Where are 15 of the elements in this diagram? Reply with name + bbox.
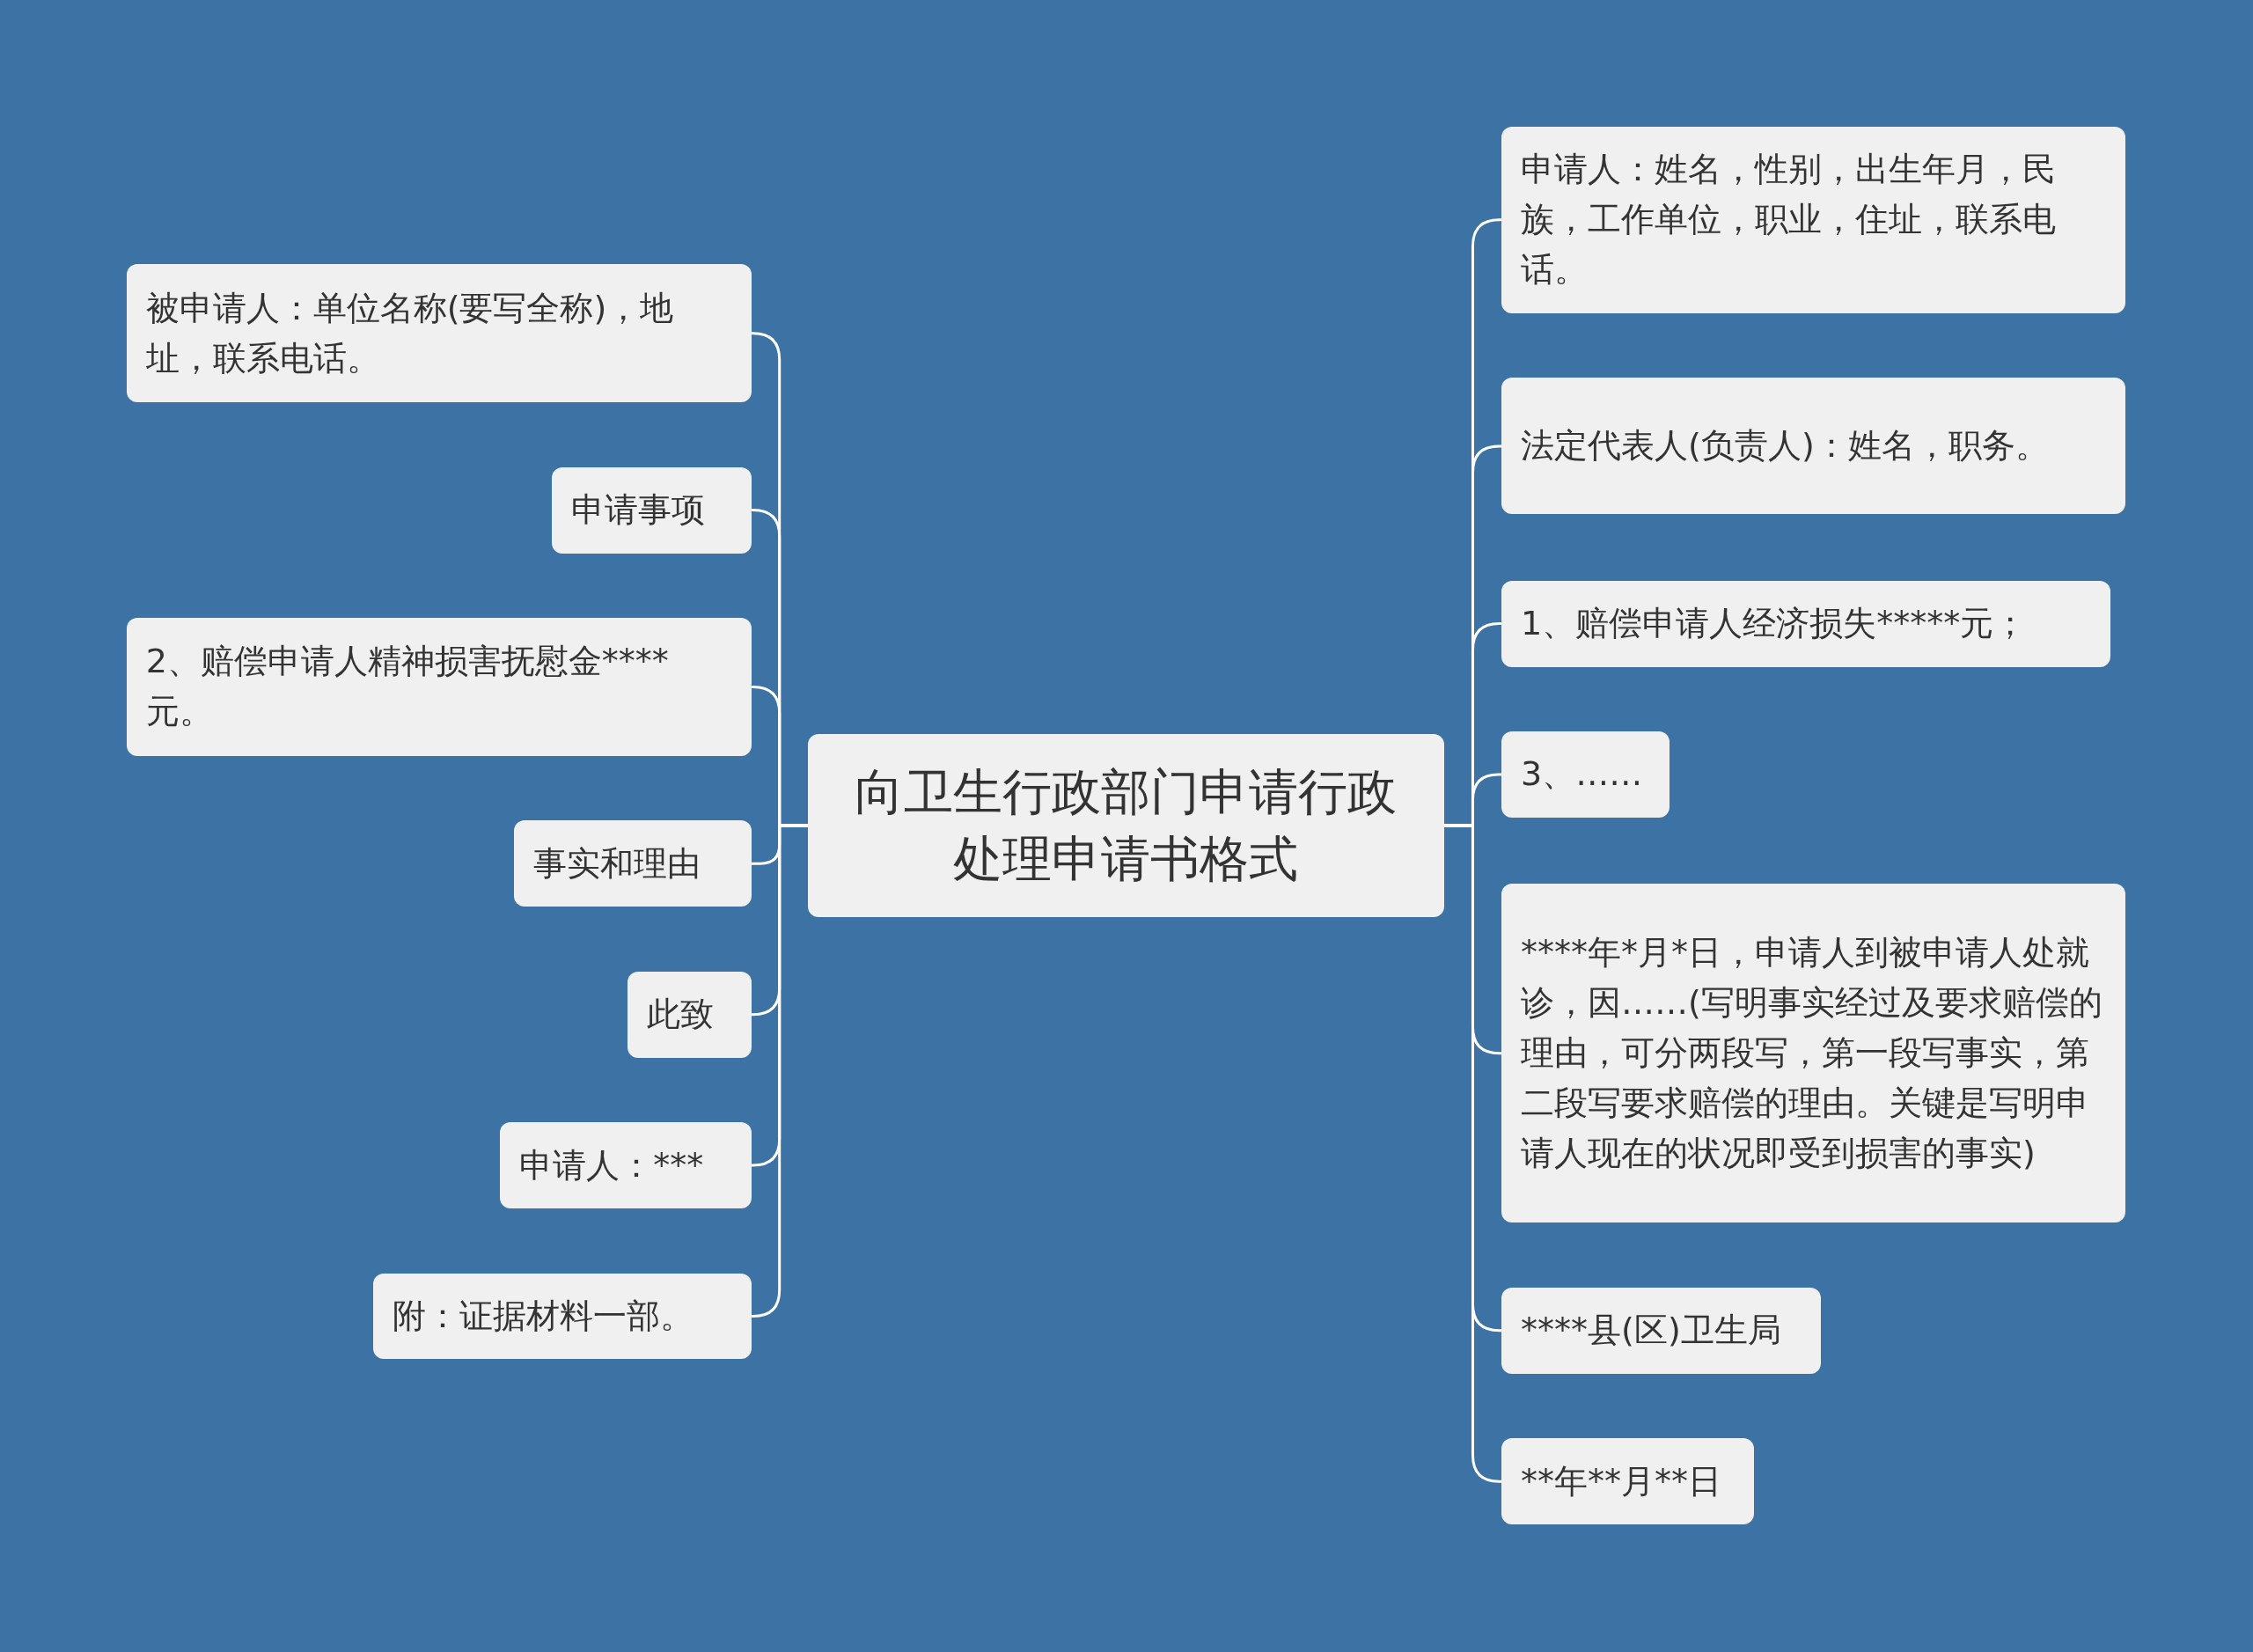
topic-box: 申请事项 [551, 466, 752, 554]
topic-box: 2、赔偿申请人精神损害抚慰金****元。 [126, 618, 752, 756]
topic-box: 1、赔偿申请人经济损失*****元； [1501, 580, 2111, 667]
central-topic-box: 向卫生行政部门申请行政处理申请书格式 [807, 734, 1444, 917]
topic-box: 法定代表人(负责人)：姓名，职务。 [1501, 378, 2125, 515]
topic-box: **年**月**日 [1501, 1438, 1755, 1525]
topic-box: 此致 [627, 971, 752, 1058]
topic-box: 申请人：姓名，性别，出生年月，民族，工作单位，职业，住址，联系电话。 [1501, 126, 2125, 313]
topic-box: 附：证据材料一部。 [373, 1273, 752, 1360]
topic-box: ****县(区)卫生局 [1501, 1287, 1821, 1374]
topic-box: 申请人：*** [500, 1122, 752, 1209]
topic-box: ****年*月*日，申请人到被申请人处就诊，因……(写明事实经过及要求赔偿的理由，可分两段写，第一段写事实，第二段写要求赔偿的理由。关键是写明申请人现在的状况即受到损害的事实) [1501, 884, 2125, 1223]
topic-box: 被申请人：单位名称(要写全称)，地址，联系电话。 [126, 264, 752, 403]
topic-box: 事实和理由 [514, 820, 752, 907]
topic-box: 3、…… [1501, 731, 1670, 818]
